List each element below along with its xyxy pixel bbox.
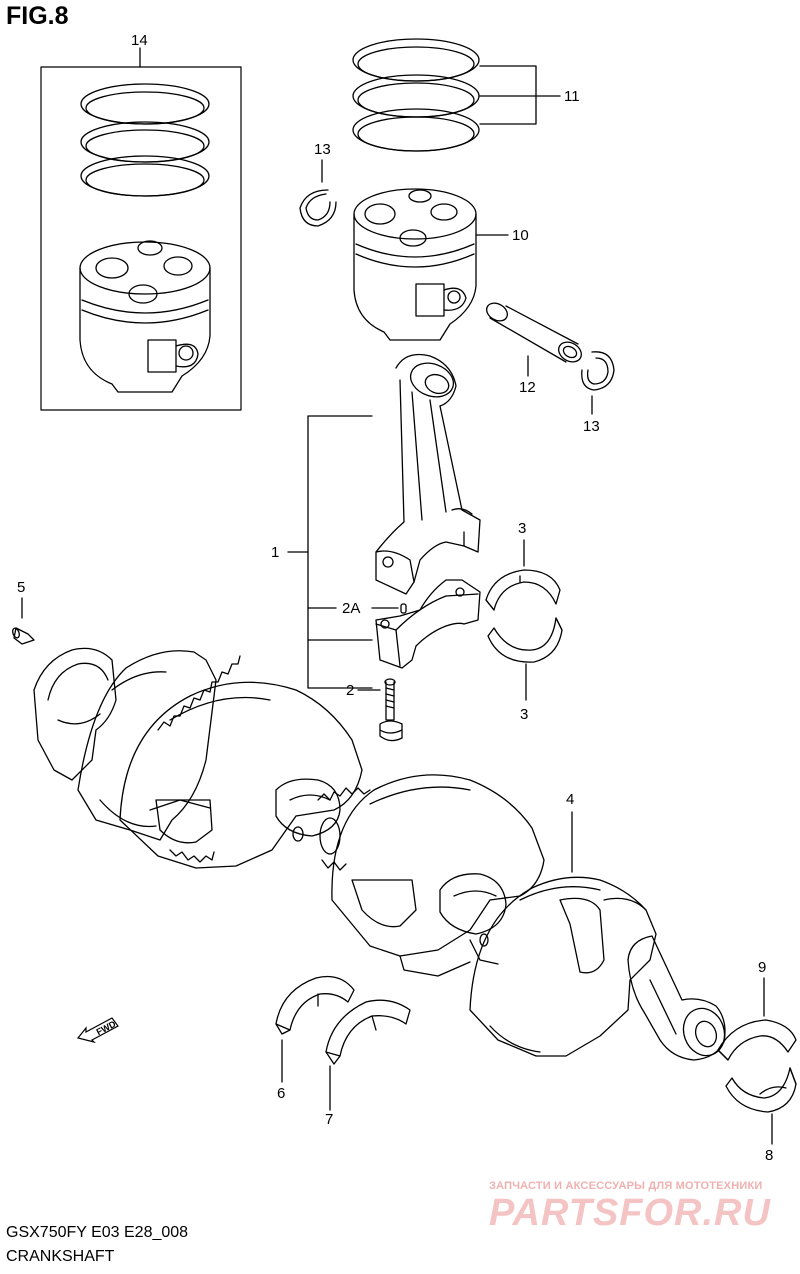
callout-3-upper: 3 xyxy=(518,520,527,537)
piston-rings-11 xyxy=(352,38,561,154)
callout-9: 9 xyxy=(758,959,767,976)
thrust-bearing-6 xyxy=(275,975,355,1083)
callout-3-lower: 3 xyxy=(520,706,529,723)
fwd-arrow-icon: FWD xyxy=(76,1017,119,1044)
callout-1: 1 xyxy=(271,544,280,561)
circlip-13-left xyxy=(299,159,337,227)
callout-12: 12 xyxy=(519,379,536,396)
conrod-bearing-3-lower xyxy=(487,617,563,701)
main-bearing-9 xyxy=(717,977,797,1061)
figure-title: FIG.8 xyxy=(6,2,69,30)
pin-5 xyxy=(12,597,35,645)
callout-7: 7 xyxy=(325,1111,334,1128)
figure-name: CRANKSHAFT xyxy=(6,1248,115,1265)
callout-5: 5 xyxy=(17,579,26,596)
box-piston xyxy=(79,240,211,393)
callout-14: 14 xyxy=(131,32,148,49)
model-code: GSX750FY E03 E28_008 xyxy=(6,1224,189,1241)
main-bearing-8 xyxy=(725,1067,797,1145)
piston-pin-12 xyxy=(486,302,582,377)
connecting-rod xyxy=(375,353,481,669)
callout-2: 2 xyxy=(346,682,355,699)
crankshaft-4 xyxy=(33,647,726,1061)
fwd-arrow: FWD xyxy=(76,1010,120,1049)
piston-10 xyxy=(353,188,509,341)
callout-2a: 2A xyxy=(342,600,361,617)
conrod-bearing-3-upper xyxy=(485,539,561,611)
conrod-bolt-2 xyxy=(357,678,403,742)
dowel-2a xyxy=(371,603,407,614)
callout-10: 10 xyxy=(512,227,529,244)
box-piston-rings xyxy=(80,83,210,202)
watermark-tagline: ЗАПЧАСТИ И АКСЕССУАРЫ ДЛЯ МОТОТЕХНИКИ xyxy=(489,1180,763,1192)
callout-13-right: 13 xyxy=(583,418,600,435)
callout-bracket-1 xyxy=(287,415,373,689)
callout-13-left: 13 xyxy=(314,141,331,158)
circlip-13-right xyxy=(581,351,615,415)
piston-set-box xyxy=(40,47,242,411)
callout-11: 11 xyxy=(564,88,580,105)
thrust-bearing-7 xyxy=(325,999,411,1111)
callout-8: 8 xyxy=(765,1147,774,1164)
watermark-logo: PARTSFOR.RU xyxy=(489,1192,771,1234)
callout-6: 6 xyxy=(277,1085,286,1102)
callout-4: 4 xyxy=(566,791,575,808)
